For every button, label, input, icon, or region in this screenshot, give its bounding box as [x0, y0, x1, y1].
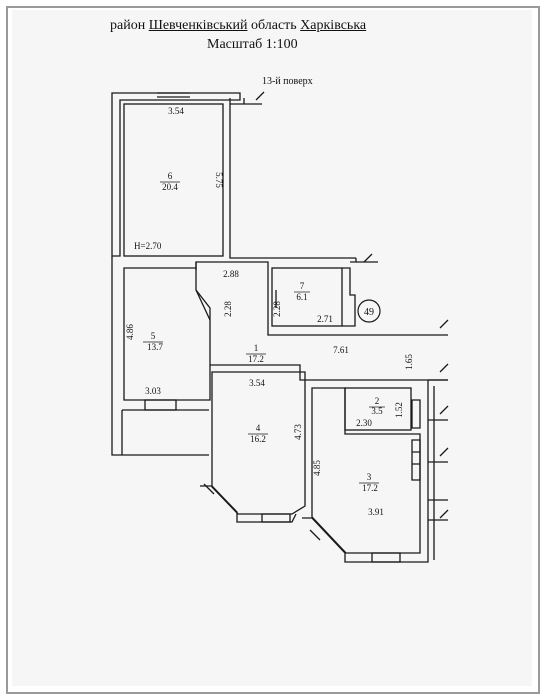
dim-3-54-mid: 3.54 [249, 378, 265, 388]
window-room3 [411, 439, 421, 481]
room-7-area: 6.1 [296, 292, 307, 302]
floor-label: 13-й поверх [262, 76, 313, 87]
region-label: область [250, 18, 297, 33]
room-7-duct [342, 267, 356, 327]
page-frame [6, 6, 540, 694]
apartment-number-circle [357, 299, 381, 323]
dim-3-03: 3.03 [145, 386, 161, 396]
room-6-outline [123, 103, 224, 257]
dim-2-28-a: 2.28 [223, 301, 233, 317]
scale-label: Масштаб 1:100 [207, 37, 298, 52]
window-room3-bottom [371, 552, 401, 563]
ceiling-height: H=2.70 [134, 241, 162, 251]
room-2-area: 3.5 [371, 406, 383, 416]
district-label: район [110, 18, 146, 33]
room-1-number: 1 [254, 343, 259, 353]
room-4-outline [211, 371, 306, 515]
wall-top-stub [230, 98, 262, 105]
room-7-number: 7 [300, 281, 305, 291]
dim-7-61: 7.61 [333, 345, 349, 355]
door-marks [195, 262, 277, 321]
room-4-bay [200, 485, 297, 523]
header-address-line: район Шевченківський область Харківська [110, 18, 366, 34]
dim-1-65: 1.65 [404, 354, 414, 370]
dim-3-54-top: 3.54 [168, 106, 184, 116]
room-1-area: 17.2 [248, 354, 264, 364]
window-room5 [144, 399, 177, 411]
window-bay-marks [203, 483, 321, 541]
room-4-number: 4 [256, 423, 261, 433]
room-5-outline [123, 267, 211, 401]
room-3-bay [302, 380, 429, 563]
dim-5-75: 5.75 [214, 172, 224, 188]
room-6-number: 6 [168, 171, 173, 181]
room-6-area: 20.4 [162, 182, 178, 192]
apartment-number: 49 [364, 307, 374, 318]
region-value: Харківська [300, 18, 367, 33]
district-value: Шевченківський [148, 18, 248, 33]
wall-left-outer [111, 256, 209, 456]
dim-4-73: 4.73 [293, 424, 303, 440]
room-5-area: 13.7 [147, 342, 163, 352]
wall-right-stubs [428, 379, 448, 521]
room-3-outline [311, 387, 421, 554]
room-4-area: 16.2 [250, 434, 266, 444]
dim-2-28-b: 2.28 [272, 301, 282, 317]
room-3-number: 3 [367, 472, 372, 482]
window-room6 [157, 92, 190, 98]
dim-4-85: 4.85 [312, 460, 322, 476]
window-room4 [261, 513, 291, 523]
room-2-number: 2 [375, 396, 380, 406]
window-room2 [411, 399, 421, 429]
wall-balcony [121, 409, 209, 455]
wall-room6-right [229, 98, 356, 259]
dim-1-52: 1.52 [394, 402, 404, 418]
dim-2-88: 2.88 [223, 269, 239, 279]
paper-sheet [12, 10, 532, 686]
room-7-outline [271, 267, 343, 327]
dim-4-86: 4.86 [125, 324, 135, 340]
dim-2-30: 2.30 [356, 418, 372, 428]
room-5-number: 5 [151, 331, 156, 341]
room-3-area: 17.2 [362, 483, 378, 493]
break-marks [255, 91, 449, 519]
dim-3-91: 3.91 [368, 507, 384, 517]
dim-2-71: 2.71 [317, 314, 333, 324]
